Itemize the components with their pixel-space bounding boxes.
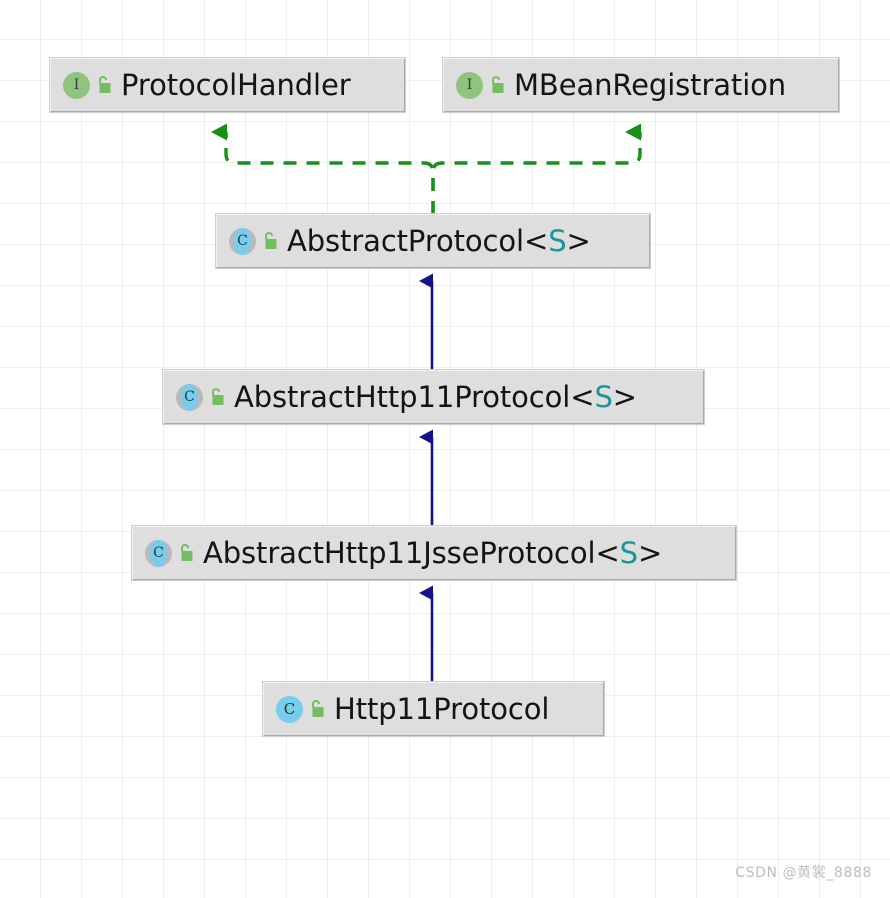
class-node-name: AbstractHttp11Protocol [234, 379, 571, 414]
unlock-icon [212, 388, 224, 405]
abstract-class-icon-body [181, 383, 198, 411]
abstract-class-icon: C [176, 383, 203, 411]
unlock-icon [99, 76, 111, 93]
class-node-name: AbstractProtocol [287, 223, 524, 258]
abstract-class-icon-glyph: C [237, 233, 248, 249]
unlock-icon [181, 544, 193, 561]
abstract-class-icon: C [145, 539, 172, 567]
class-icon-glyph: C [276, 695, 303, 723]
class-node-protocol-handler[interactable]: I ProtocolHandler [49, 57, 406, 113]
class-node-label: AbstractHttp11JsseProtocol<S> [203, 535, 663, 570]
class-node-label: AbstractHttp11Protocol<S> [234, 379, 637, 414]
class-node-label: AbstractProtocol<S> [287, 223, 591, 258]
class-node-name: AbstractHttp11JsseProtocol [203, 535, 596, 570]
generic-param: S [548, 223, 567, 258]
class-icon: C [276, 695, 303, 723]
interface-icon: I [63, 71, 90, 99]
generic-param: S [619, 535, 638, 570]
generic-close-bracket: > [566, 223, 591, 258]
generic-param: S [594, 379, 613, 414]
unlock-icon [492, 76, 504, 93]
generic-open-bracket: < [570, 379, 595, 414]
generic-close-bracket: > [612, 379, 637, 414]
interface-icon-glyph: I [63, 71, 90, 99]
generic-open-bracket: < [595, 535, 620, 570]
watermark: CSDN @黄裳_8888 [735, 865, 872, 881]
abstract-class-icon: C [229, 227, 256, 255]
class-node-abstract-http11-jsse-protocol[interactable]: C AbstractHttp11JsseProtocol<S> [131, 525, 737, 581]
generic-close-bracket: > [637, 535, 663, 570]
abstract-class-icon-body [234, 227, 251, 255]
edge-realize-mbean-registration [431, 123, 642, 214]
unlock-icon [265, 232, 277, 249]
class-node-label: MBeanRegistration [514, 67, 787, 102]
edge-realize-protocol-handler [211, 123, 435, 214]
abstract-class-icon-glyph: C [153, 545, 164, 561]
unlock-icon [312, 700, 324, 717]
abstract-class-icon-glyph: C [184, 389, 195, 405]
interface-icon-glyph: I [456, 71, 483, 99]
class-node-label: Http11Protocol [334, 691, 550, 726]
interface-icon: I [456, 71, 483, 99]
class-node-mbean-registration[interactable]: I MBeanRegistration [442, 57, 840, 113]
class-node-abstract-protocol[interactable]: C AbstractProtocol<S> [215, 213, 651, 269]
class-node-abstract-http11-protocol[interactable]: C AbstractHttp11Protocol<S> [162, 369, 705, 425]
class-node-http11-protocol[interactable]: C Http11Protocol [262, 681, 605, 737]
abstract-class-icon-body [150, 539, 167, 567]
class-node-label: ProtocolHandler [121, 67, 351, 102]
generic-open-bracket: < [524, 223, 549, 258]
